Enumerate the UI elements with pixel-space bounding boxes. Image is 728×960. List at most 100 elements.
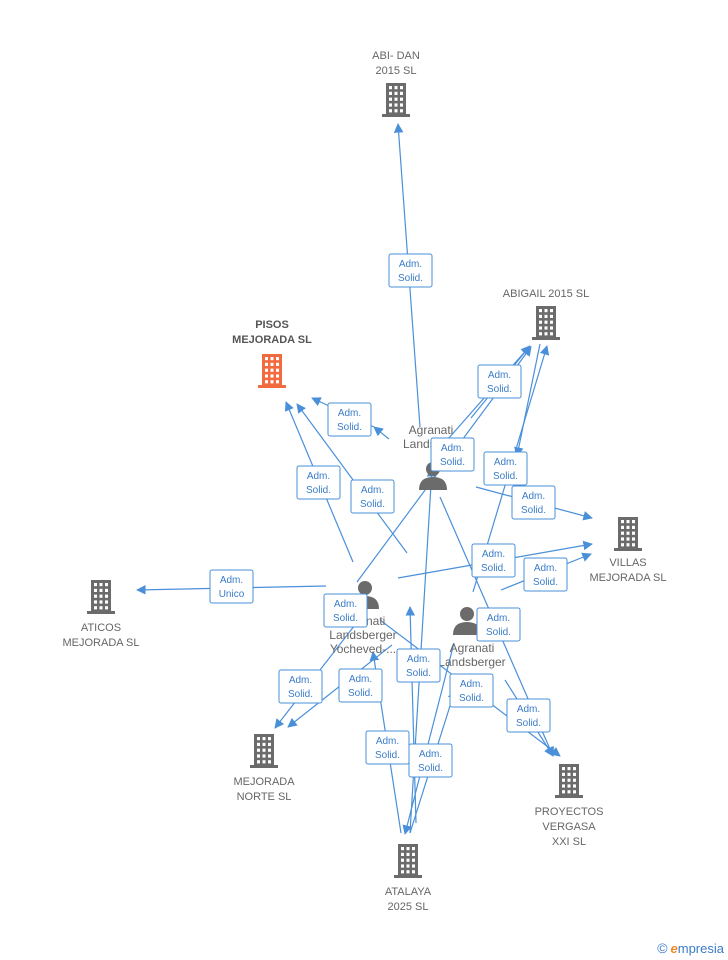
person-label: Agranati [409, 423, 454, 437]
edge-label[interactable]: Adm.Solid. [523, 557, 568, 592]
person-label: Yocheved-... [330, 642, 396, 656]
edge-label[interactable]: Adm. Solid. [296, 465, 341, 500]
edge-label[interactable]: Adm. Solid. [396, 648, 441, 683]
edge-label-text: Adm. [407, 654, 430, 665]
building-icon [382, 83, 410, 117]
edge-label[interactable]: Adm. Solid. [323, 593, 368, 628]
person-label: Agranati [450, 641, 495, 655]
building-icon [250, 734, 278, 768]
edge-label-text: Solid. [418, 763, 443, 774]
edge-label-text: Adm. [482, 549, 505, 560]
edge-label-text: Unico [219, 589, 245, 600]
company-label: VERGASA [542, 821, 596, 833]
building-icon [532, 306, 560, 340]
edge-label-text: Adm. [517, 704, 540, 715]
building-icon [614, 517, 642, 551]
edge-label[interactable]: Adm.Solid. [388, 253, 433, 288]
edge-label-text: Adm. [289, 675, 312, 686]
company-label: 2025 SL [388, 901, 429, 913]
edge-label-text: Adm. [441, 443, 464, 454]
empresia-brand[interactable]: © empresia [657, 940, 724, 956]
edge-label-text: Solid. [493, 471, 518, 482]
company-label: 2015 SL [376, 65, 417, 77]
edge-label[interactable]: Adm. Solid. [327, 402, 372, 437]
edge-label-text: Solid. [333, 613, 358, 624]
relation-edge [402, 642, 455, 835]
relation-edge [373, 426, 390, 440]
edge-label-text: Solid. [360, 499, 385, 510]
brand-initial: e [670, 940, 678, 956]
edge-label-text: Solid. [533, 577, 558, 588]
company-label: MEJORADA SL [589, 572, 666, 584]
company-label: ABIGAIL 2015 SL [503, 288, 589, 300]
company-node-abigail[interactable]: ABIGAIL 2015 SL [503, 288, 589, 340]
building-icon [394, 844, 422, 878]
company-label: XXI SL [552, 836, 586, 848]
edge-label-text: Adm. [522, 491, 545, 502]
edge-label-text: Solid. [487, 384, 512, 395]
company-label: PROYECTOS [535, 806, 604, 818]
company-label: ATALAYA [385, 886, 432, 898]
brand-name: mpresia [677, 940, 724, 956]
edge-label[interactable]: Adm. Unico [209, 569, 254, 604]
person-label: Landsberger [438, 655, 505, 669]
edge-label-text: Adm. [460, 679, 483, 690]
edge-label-text: Solid. [406, 668, 431, 679]
edge-label-text: Solid. [375, 750, 400, 761]
edge-label-text: Adm. [488, 370, 511, 381]
edge-label-text: Adm. [376, 736, 399, 747]
edge-label-text: Adm. [419, 749, 442, 760]
edge-label-text: Solid. [516, 718, 541, 729]
edge-label-text: Adm. [334, 599, 357, 610]
company-node-atalaya[interactable]: ATALAYA 2025 SL [385, 844, 432, 913]
edge-label-text: Adm. [220, 575, 243, 586]
edge-label[interactable]: Adm. Solid. [278, 669, 323, 704]
building-icon [87, 580, 115, 614]
company-label: VILLAS [609, 557, 646, 569]
person-icon [453, 607, 481, 635]
edge-label[interactable]: Adm. Solid. [506, 698, 551, 733]
edge-label-text: Adm. [338, 408, 361, 419]
person-label: Landsberger [329, 628, 396, 642]
edge-label[interactable]: Adm. Solid. [476, 607, 521, 642]
edge-label-text: Adm. [487, 613, 510, 624]
edge-label[interactable]: Adm. Solid. [483, 451, 528, 486]
edge-label[interactable]: Adm. Solid. [408, 743, 453, 778]
edge-label[interactable]: Adm. Solid. [365, 730, 410, 765]
relation-edge [296, 403, 408, 554]
edge-label-text: Adm. [349, 674, 372, 685]
edge-label-text: Solid. [337, 422, 362, 433]
company-label: MEJORADA SL [62, 637, 139, 649]
edge-label[interactable]: Adm. Solid. [350, 479, 395, 514]
company-node-proyectos[interactable]: PROYECTOS VERGASA XXI SL [535, 764, 604, 848]
edge-label-text: Adm. [361, 485, 384, 496]
edge-label-text: Solid. [348, 688, 373, 699]
edge-label[interactable]: Adm. Solid. [430, 437, 475, 472]
company-label: NORTE SL [237, 791, 292, 803]
edge-label-text: Adm. [399, 259, 422, 270]
edge-label-text: Solid. [440, 457, 465, 468]
edge-label[interactable]: Adm. Solid. [477, 364, 522, 399]
edge-label[interactable]: Adm. Solid. [338, 668, 383, 703]
edge-label-layer: Adm. Solid. Adm. Solid. Adm. Solid. Adm. Solid.… [209, 253, 568, 778]
building-icon [258, 354, 286, 388]
relation-edge [514, 343, 541, 457]
edge-label-text: Solid. [486, 627, 511, 638]
company-node-villas[interactable]: VILLAS MEJORADA SL [589, 517, 667, 584]
edge-label-text: Solid. [288, 689, 313, 700]
edge-label[interactable]: Adm.Solid. [511, 485, 556, 520]
edge-label[interactable]: Adm. Solid. [471, 543, 516, 578]
edge-label-text: Adm. [307, 471, 330, 482]
edge-label-text: Solid. [481, 563, 506, 574]
edge-label-text: Adm. [494, 457, 517, 468]
edge-label[interactable]: Adm.Solid. [449, 673, 494, 708]
edge-label-text: Solid. [306, 485, 331, 496]
company-label: PISOS [255, 319, 289, 331]
